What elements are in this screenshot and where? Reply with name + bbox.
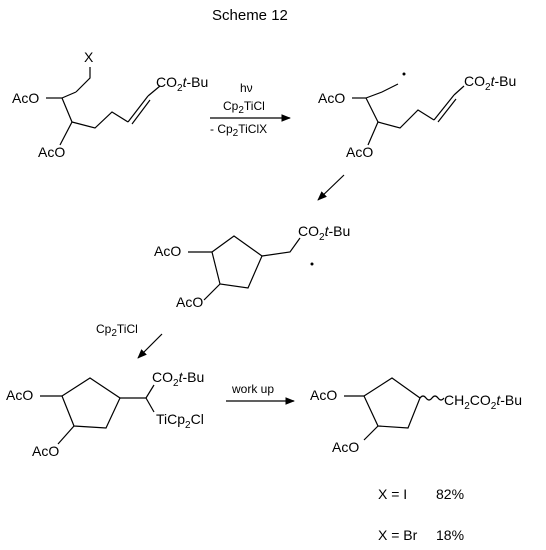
- bond: [61, 97, 73, 123]
- yield-iodide: 82%: [436, 486, 464, 502]
- ticp2cl-label: TiCp2Cl: [156, 411, 204, 431]
- aco-label: AcO: [346, 144, 373, 160]
- bond: [127, 95, 149, 123]
- bond: [120, 384, 155, 399]
- workup-label: work up: [231, 382, 274, 396]
- bond: [437, 98, 457, 123]
- bond: [75, 67, 91, 93]
- bond: [261, 237, 301, 257]
- bond: [453, 85, 465, 96]
- reagent-cp2ticl: Cp2TiCl: [223, 99, 265, 116]
- radical-dot: [402, 72, 406, 76]
- scheme-title: Scheme 12: [212, 7, 288, 24]
- bond: [147, 85, 161, 97]
- ring: [363, 377, 421, 429]
- step4-arrow: work up: [226, 382, 295, 405]
- ring: [61, 377, 121, 429]
- bond: [131, 99, 151, 125]
- condition-bromide: X = Br: [378, 527, 418, 543]
- bond: [71, 111, 129, 129]
- cyclized-radical: AcO AcO CO2t-Bu: [154, 223, 350, 310]
- aco-label: AcO: [38, 144, 65, 160]
- bond: [365, 97, 379, 123]
- bond: [367, 121, 379, 146]
- arrow-line: [137, 333, 163, 359]
- bond: [57, 425, 75, 445]
- titanium-intermediate: AcO AcO CO2t-Bu TiCp2Cl: [6, 369, 204, 459]
- ester-label: CO2t-Bu: [464, 73, 516, 93]
- x-label: X: [84, 49, 94, 65]
- bond: [59, 121, 73, 146]
- aco-label: AcO: [318, 90, 345, 106]
- hv-label: hν: [240, 81, 253, 95]
- radical-intermediate: AcO AcO CO2t-Bu: [318, 72, 516, 160]
- ester-label: CO2t-Bu: [298, 223, 350, 243]
- ring: [211, 235, 263, 289]
- starting-material: X AcO AcO CO2t-Bu: [12, 49, 208, 160]
- ester-label: CO2t-Bu: [156, 74, 208, 94]
- yield-table: X = I 82% X = Br 18%: [378, 486, 464, 543]
- ester-label: CO2t-Bu: [152, 369, 204, 389]
- bond: [61, 91, 77, 99]
- aco-label: AcO: [154, 243, 181, 259]
- yield-bromide: 18%: [436, 527, 464, 543]
- reagent-byproduct: - Cp2TiClX: [210, 122, 267, 139]
- aco-label: AcO: [32, 443, 59, 459]
- bond: [433, 94, 455, 121]
- condition-iodide: X = I: [378, 486, 407, 502]
- bond: [203, 283, 221, 301]
- aco-label: AcO: [176, 294, 203, 310]
- aco-label: AcO: [6, 387, 33, 403]
- bond: [145, 397, 155, 413]
- step1-arrow: hν Cp2TiCl - Cp2TiClX: [210, 81, 291, 139]
- bond: [363, 425, 379, 441]
- radical-dot: [310, 262, 314, 266]
- aco-label: AcO: [332, 439, 359, 455]
- reagent-cp2ticl: Cp2TiCl: [96, 322, 138, 339]
- aco-label: AcO: [12, 90, 39, 106]
- step2-arrow: [317, 174, 345, 201]
- bond: [377, 109, 435, 129]
- aco-label: AcO: [310, 387, 337, 403]
- side-chain-label: CH2CO2t-Bu: [444, 392, 522, 412]
- product: AcO AcO CH2CO2t-Bu: [310, 377, 522, 455]
- step3-arrow: Cp2TiCl: [96, 322, 163, 359]
- bond: [365, 83, 399, 99]
- wavy-bond: [419, 395, 445, 401]
